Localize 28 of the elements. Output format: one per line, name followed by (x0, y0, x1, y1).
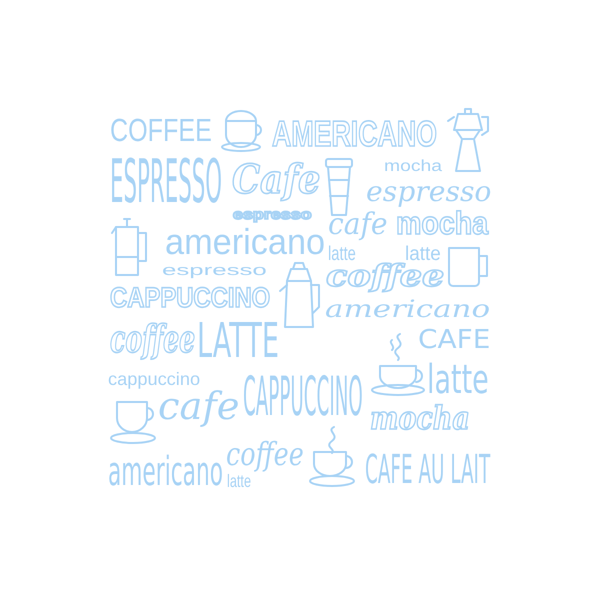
lettering-word: latte (328, 244, 356, 264)
lettering-word: Cafe (232, 160, 320, 200)
lettering-word: latte (227, 472, 252, 490)
lettering-word: COFFEE (110, 114, 212, 146)
lettering-word: coffee (110, 320, 196, 358)
lettering-word: cafe (158, 387, 240, 425)
lettering-word: mocha (370, 402, 470, 434)
lettering-word: CAPPUCCINO (110, 284, 270, 312)
lettering-word: espresso (162, 263, 267, 278)
lettering-word: espresso (366, 178, 492, 206)
lettering-word: AMERICANO (272, 116, 437, 152)
lettering-word: latte (427, 360, 489, 400)
lettering-word: CAFE AU LAIT (365, 450, 490, 490)
lettering-word: espresso (233, 207, 312, 221)
lettering-word: americano (108, 452, 223, 492)
lettering-word: mocha (384, 159, 442, 175)
lettering-word: latte (405, 244, 441, 264)
lettering-word: ESPRESSO (110, 152, 222, 212)
lettering-word: americano (165, 224, 326, 260)
lettering-word: CAPPUCCINO (243, 370, 363, 424)
lettering-word: mocha (396, 207, 488, 239)
lettering-word: coffee (326, 262, 444, 292)
lettering-word: cafe (328, 210, 388, 240)
lettering-word: LATTE (197, 317, 280, 365)
lettering-word: americano (325, 297, 490, 321)
lettering-word: cappuccino (108, 370, 200, 388)
lettering-word: coffee (226, 438, 304, 470)
lettering-word: CAFE (418, 327, 490, 353)
